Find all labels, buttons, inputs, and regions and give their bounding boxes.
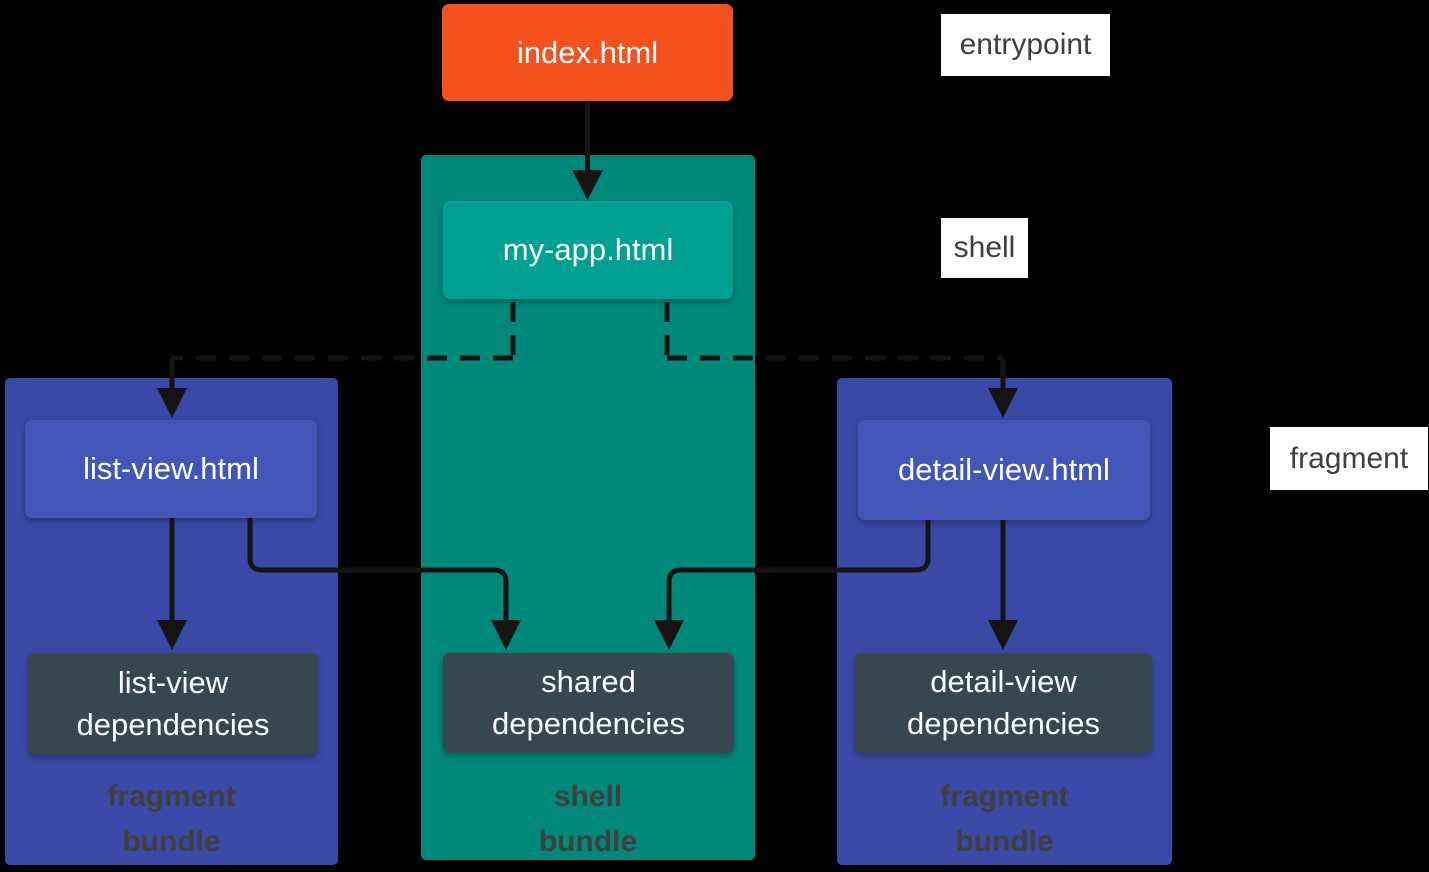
right-fragment-caption-line2: bundle [955,825,1054,858]
list-view-dependencies-line1: list-view [117,665,229,700]
list-view-dependencies-label: list-view dependencies [76,662,269,746]
list-view-html-node: list-view.html [25,420,317,518]
left-fragment-caption-line1: fragment [107,780,236,813]
left-fragment-bundle-caption: fragment bundle [5,774,338,864]
detail-view-dependencies-node: detail-view dependencies [855,653,1152,753]
list-view-html-label: list-view.html [83,451,259,486]
entrypoint-annotation: entrypoint [941,14,1110,76]
list-view-dependencies-node: list-view dependencies [28,653,318,755]
my-app-html-node: my-app.html [443,201,733,299]
detail-view-html-node: detail-view.html [858,420,1150,520]
shell-annotation: shell [941,218,1028,278]
fragment-annotation-text: fragment [1289,441,1409,475]
detail-view-dependencies-line2: dependencies [906,706,1101,741]
detail-view-dependencies-line1: detail-view [930,664,1077,699]
detail-view-dependencies-label: detail-view dependencies [907,661,1100,745]
shared-dependencies-line2: dependencies [491,706,686,741]
shared-dependencies-line1: shared [541,664,636,699]
left-fragment-caption-line2: bundle [122,825,221,858]
list-view-dependencies-line2: dependencies [76,707,270,742]
index-html-label: index.html [516,34,659,70]
shell-caption-line2: bundle [538,825,638,858]
detail-view-html-label: detail-view.html [898,452,1110,487]
index-html-node: index.html [442,4,733,101]
entrypoint-annotation-text: entrypoint [959,28,1092,61]
shared-dependencies-node: shared dependencies [443,653,734,753]
shared-dependencies-label: shared dependencies [492,661,685,745]
fragment-annotation: fragment [1270,427,1428,490]
right-fragment-caption-line1: fragment [940,780,1069,813]
my-app-html-label: my-app.html [502,232,674,267]
right-fragment-bundle-caption: fragment bundle [837,774,1172,864]
shell-annotation-text: shell [953,231,1016,264]
shell-bundle-caption: shell bundle [421,774,755,864]
shell-caption-line1: shell [553,780,623,813]
